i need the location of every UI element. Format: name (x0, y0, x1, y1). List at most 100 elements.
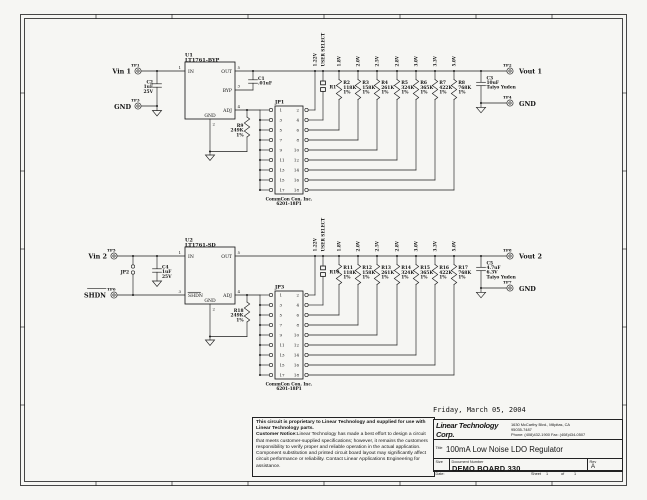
resistor-body (431, 264, 439, 285)
rail-voltage-label: 3.0V (414, 55, 419, 66)
pin-circle (268, 322, 274, 328)
res-value: 768K (458, 271, 471, 276)
pin-circle (268, 137, 274, 143)
res-ref: R5 (401, 81, 408, 86)
connector-part: 6201-18P1 (276, 201, 301, 206)
pin-name-out: OUT (221, 69, 233, 75)
res-value: 118K (343, 86, 356, 91)
rail-voltage-label: 1.8V (337, 55, 342, 66)
connector-pin-number: 5 (280, 128, 283, 133)
res-tol: 1% (362, 276, 370, 281)
res-ref: R1 (330, 85, 337, 90)
pin-num-byp: 3 (238, 84, 241, 89)
resistor-body (412, 264, 420, 285)
jumper-ref: JP2 (120, 271, 129, 276)
net-label-vout: Vout 1 (518, 67, 542, 75)
junction-dot (131, 293, 135, 297)
res-value: 324K (401, 86, 414, 91)
res-ref: R14 (401, 266, 411, 271)
rail-voltage-label: 5.0V (452, 240, 457, 251)
rail-voltage-label: 3.3V (433, 55, 438, 66)
rev-value: A (591, 463, 596, 470)
res-ref: R2 (343, 81, 350, 86)
connector-pin-number: 4 (296, 303, 299, 308)
res-tol: 1% (381, 276, 389, 281)
test-point-center (508, 286, 512, 290)
connector-pin-number: 13 (280, 353, 286, 358)
pin-circle (268, 127, 274, 133)
res-tol: 1% (420, 91, 428, 96)
pin-circle (268, 147, 274, 153)
notice-customer-label: Customer Notice: (256, 432, 297, 438)
connector-pin-number: 2 (296, 293, 299, 298)
test-point-ref: TP1 (131, 62, 140, 67)
test-point-ref: TP5 (107, 247, 116, 252)
connector-pin-number: 17 (280, 373, 286, 378)
title-block-date-row: Date: Sheet 1 of 1 (434, 471, 622, 477)
test-point: TP8 (503, 247, 514, 260)
frame-inner (24, 18, 623, 482)
connector-pin-number: 14 (294, 353, 300, 358)
pin-name-out: OUT (221, 254, 233, 260)
pin-circle (304, 332, 309, 338)
res-value: 768K (458, 86, 471, 91)
rail-voltage-label: 2.0V (356, 240, 361, 251)
pin-circle (268, 187, 274, 193)
address-line-1: 1630 McCarthy Blvd., Milpitas, CA (511, 421, 571, 427)
resistor-body (243, 301, 251, 323)
of-label: of (561, 472, 565, 476)
pin-name-in: IN (188, 254, 194, 260)
connector-pin-number: 4 (296, 118, 299, 123)
circuit-1-lt1761-byp: Vin 1TP1TP3GNDC21uF25VU1LT1761-BYPIN1OUT… (111, 32, 542, 206)
net-label-gnd: GND (114, 103, 131, 111)
connector-pin-number: 3 (280, 303, 283, 308)
frame-outer (20, 14, 627, 486)
res-tol: 1% (236, 318, 244, 323)
res-ref: R7 (439, 81, 446, 86)
connector-ref: JP1 (274, 100, 284, 106)
test-point-center (508, 69, 512, 73)
test-point: TP2 (503, 62, 514, 75)
connector-pin-number: 7 (280, 138, 283, 143)
rail-voltage-label: 2.8V (395, 240, 400, 251)
open-pad (320, 272, 326, 277)
pin-circle (304, 362, 309, 368)
net-label-gnd: GND (519, 100, 536, 108)
pin-circle (268, 362, 274, 368)
test-point-ref: TP2 (503, 62, 512, 67)
res-value: 365K (420, 86, 433, 91)
cap-ref: C2 (146, 81, 153, 86)
res-ref: R10 (330, 270, 340, 275)
pin-name-in: IN (188, 69, 194, 75)
test-point: TP5 (107, 247, 118, 260)
resistor-body (354, 79, 362, 100)
pin-circle (304, 177, 309, 183)
resistor-body (393, 79, 401, 100)
pin-circle (268, 107, 274, 113)
doc-label: Document Number (451, 459, 484, 464)
pin-circle (304, 342, 309, 348)
cap-ref: C5 (487, 261, 494, 266)
rail-voltage-label: 5.0V (452, 55, 457, 66)
address-line-2: 95035-7487 (511, 426, 532, 432)
test-point-ref: TP6 (107, 286, 116, 291)
pin-circle (304, 302, 309, 308)
pin-circle (268, 372, 274, 378)
pin-circle (268, 167, 274, 173)
ic-part: LT1761-BYP (185, 57, 220, 63)
ground-symbol (204, 339, 216, 347)
drawing-title: 100mA Low Noise LDO Regulator (446, 445, 564, 454)
document-number: DEMO BOARD 330 (452, 463, 521, 473)
connector-pin-number: 6 (296, 128, 299, 133)
ground-symbol (204, 154, 216, 162)
rev-label: Rev (589, 459, 597, 464)
pin-circle (268, 157, 274, 163)
connector-pin-number: 5 (280, 313, 283, 318)
net-label-shdn: SHDN (84, 292, 106, 300)
res-value: 422K (439, 86, 452, 91)
connector-pin-number: 15 (280, 363, 286, 368)
pin-num-adj: 4 (238, 104, 241, 109)
pin-name-gnd: GND (204, 298, 216, 304)
rail-voltage-label: 1.8V (337, 240, 342, 251)
